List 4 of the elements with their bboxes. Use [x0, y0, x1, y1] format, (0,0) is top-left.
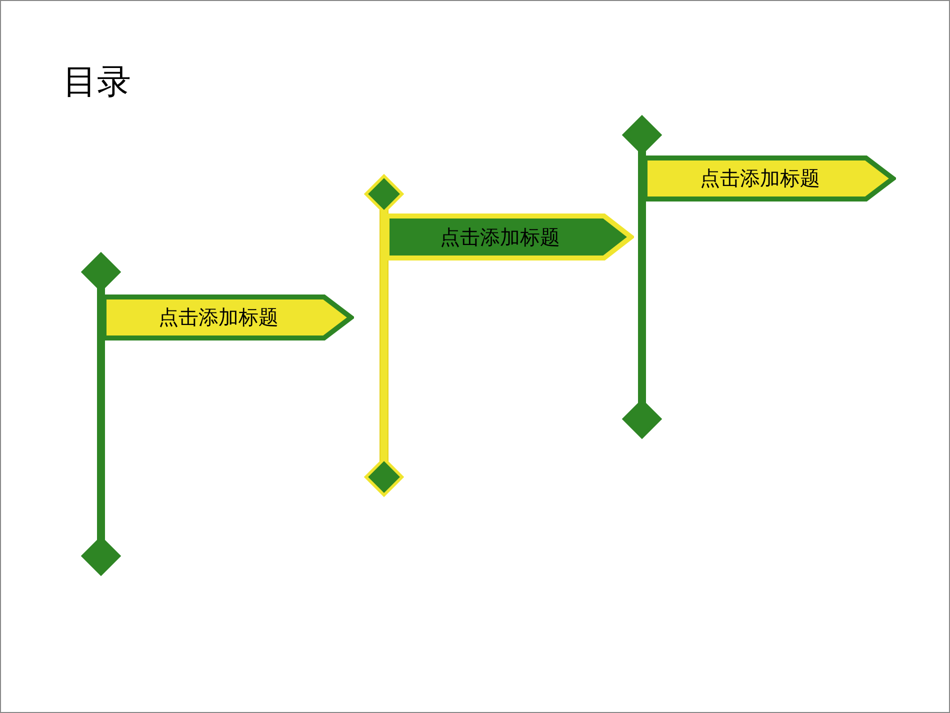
title-text: 目录 [63, 61, 131, 104]
flag-label: 点击添加标题 [699, 165, 821, 192]
flag-label: 点击添加标题 [439, 224, 561, 250]
flag-label: 点击添加标题 [158, 304, 280, 331]
